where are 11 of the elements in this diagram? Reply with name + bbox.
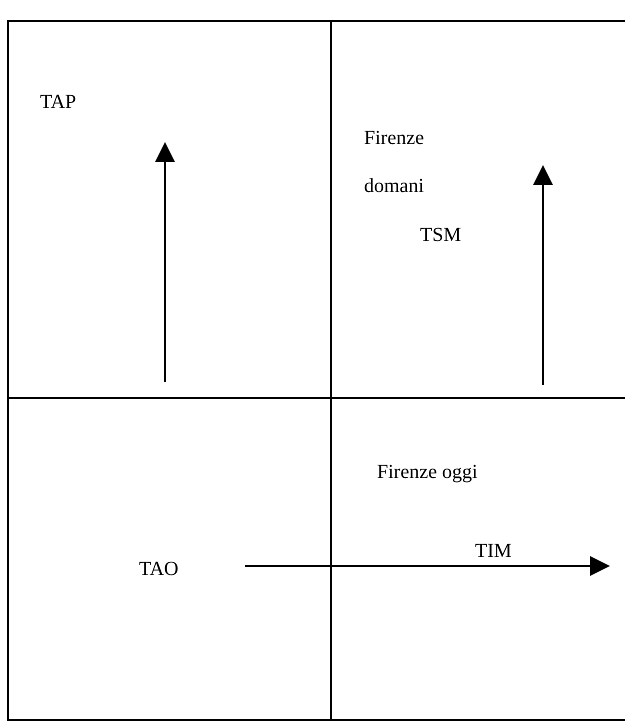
- quadrant-label: TSM: [420, 223, 462, 248]
- quadrant-cell: [7, 20, 330, 397]
- quadrant-label: TIM: [475, 539, 512, 564]
- quadrant-cell: [7, 397, 330, 721]
- quadrant-cell: [330, 20, 625, 397]
- quadrant-cell: [330, 397, 625, 721]
- arrow: [245, 556, 610, 576]
- quadrant-label: Firenze oggi: [377, 460, 478, 485]
- quadrant-label: TAP: [40, 90, 76, 115]
- quadrant-label: TAO: [139, 557, 179, 582]
- quadrant-label: Firenze domani: [364, 126, 425, 199]
